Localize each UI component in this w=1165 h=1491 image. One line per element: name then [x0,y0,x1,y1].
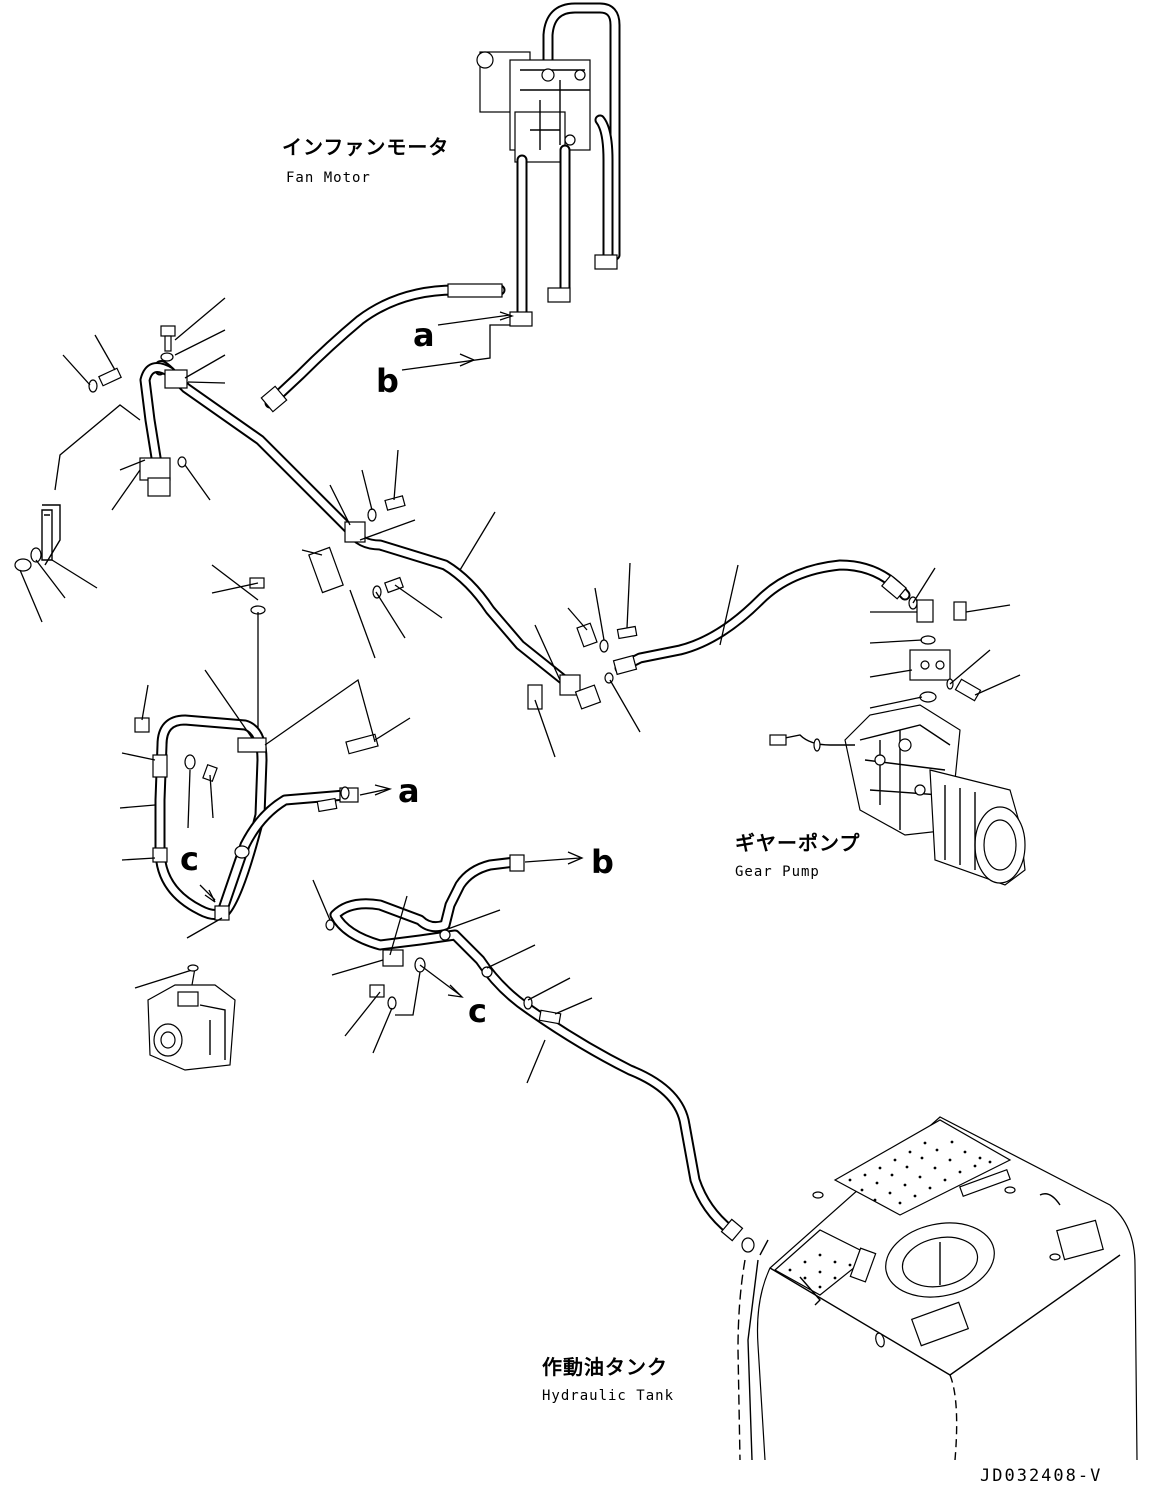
fan-motor-label-jp: インファンモータ [282,135,449,159]
tread-dots [788,1140,992,1289]
gear-pump-fittings [869,567,1021,709]
fan-motor-assembly [476,2,621,327]
small-pump [147,964,236,1071]
gear-pump-body [769,704,1026,886]
hydraulic-tank-label-jp: 作動油タンク [542,1355,668,1379]
hydraulic-tank-label-en: Hydraulic Tank [542,1388,674,1404]
drawing-code: JD032408-V [980,1466,1102,1486]
ref-a-mid: a [398,772,420,810]
ref-c-left: c [180,840,199,878]
bolt-group [14,325,638,710]
leader-lines-upper [19,297,641,758]
gear-pump-label-en: Gear Pump [735,864,820,880]
fan-motor-label-en: Fan Motor [286,170,371,186]
hydraulic-tank [737,1116,1138,1461]
ref-b-top: b [376,362,399,400]
gear-pump-label-jp: ギヤーポンプ [735,831,860,855]
ref-c-mid: c [468,992,487,1030]
ref-a-top: a [413,316,435,354]
ref-b-mid: b [591,843,614,881]
